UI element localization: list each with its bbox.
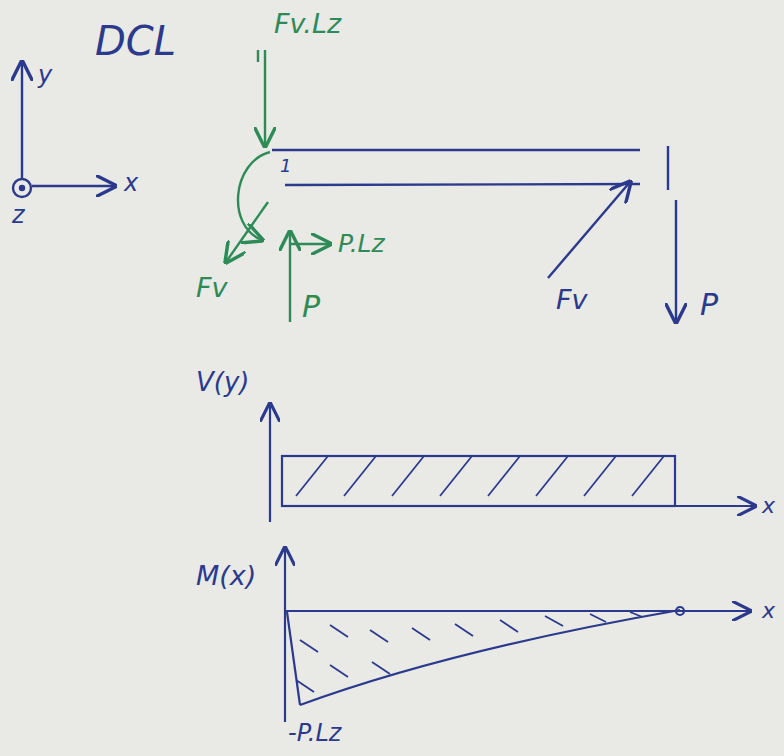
sketch-label: z bbox=[12, 202, 25, 230]
sketch-label: P.Lz bbox=[338, 230, 385, 259]
moment-diagram bbox=[285, 548, 750, 722]
shear-diagram bbox=[270, 404, 755, 522]
sketch-label: x bbox=[762, 598, 775, 623]
sketch-label: V(y) bbox=[196, 368, 249, 398]
sketch-label: y bbox=[38, 62, 52, 90]
sketch-label: x bbox=[124, 170, 138, 198]
beam bbox=[272, 146, 668, 190]
sketch-label: x bbox=[762, 493, 775, 518]
sketch-label: M(x) bbox=[196, 560, 256, 591]
sketch-label: 1 bbox=[280, 156, 291, 177]
sketch-label: -P.Lz bbox=[288, 720, 341, 748]
sketch-label: P bbox=[700, 288, 718, 323]
applied-loads bbox=[548, 182, 676, 322]
sketch-label: Fv.Lz bbox=[274, 8, 341, 39]
sketch-label: P bbox=[302, 290, 320, 325]
axes-icon bbox=[13, 62, 115, 197]
reaction-forces bbox=[226, 50, 330, 322]
sketch-label: DCL bbox=[95, 18, 176, 64]
sketch-label: Fv bbox=[556, 284, 588, 315]
sketch-label: Fv bbox=[196, 272, 228, 303]
